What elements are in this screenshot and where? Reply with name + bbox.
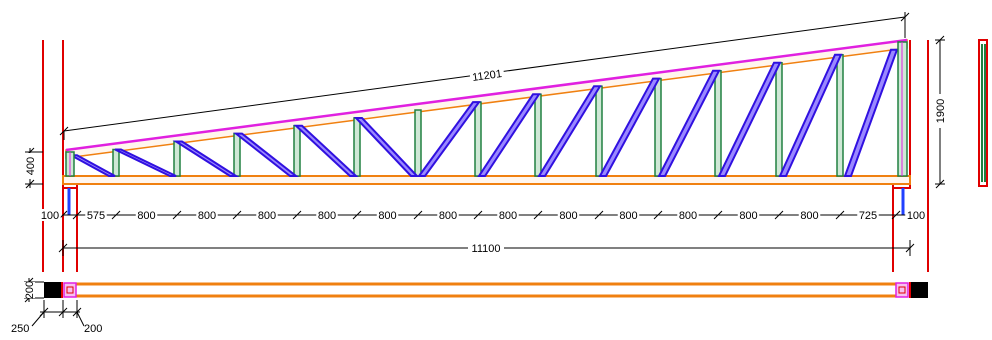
web-diagonal (172, 140, 240, 177)
dim-tick (594, 210, 604, 220)
dim-panel-label: 575 (87, 210, 105, 222)
web-vertical (836, 54, 844, 177)
bottom-chord (62, 175, 911, 185)
web-diagonal (353, 116, 420, 177)
dim-plan-depth-label: 200 (24, 281, 36, 299)
dim-top-chord-label: 11201 (472, 68, 503, 84)
web-diagonal (70, 154, 116, 177)
plan-bearing-left (44, 282, 62, 298)
dim-tick (835, 210, 845, 220)
web-diagonal (598, 77, 661, 177)
dim-right-height-label: 1900 (935, 99, 947, 123)
dim-panel-label: 800 (559, 210, 577, 222)
plan-node-left (63, 282, 77, 298)
web-vertical (293, 125, 301, 177)
dim-panel-label: 800 (378, 210, 396, 222)
dim-panel-label: 800 (619, 210, 637, 222)
web-vertical (233, 132, 241, 177)
end-vertical-left (65, 151, 75, 177)
dim-panel-label: 725 (859, 210, 877, 222)
web-vertical (595, 85, 603, 177)
web-diagonal (114, 148, 177, 177)
web-vertical (414, 109, 422, 177)
dim-panel-label: 100 (41, 210, 59, 222)
top-chord-edge (65, 38, 908, 152)
plan-view (44, 282, 928, 298)
dim-top-chord: 11201 (59, 12, 910, 140)
dim-tick (111, 210, 121, 220)
dim-tick (72, 210, 82, 220)
dim-tick (232, 210, 242, 220)
web-vertical (654, 77, 662, 177)
dim-left-height-label: 400 (25, 157, 37, 175)
web-diagonal (417, 101, 481, 177)
side-section (978, 39, 988, 187)
web-diagonal (657, 69, 721, 177)
dim-tick (352, 210, 362, 220)
dim-tick (473, 210, 483, 220)
dim-plan-bearing-label: 250 (11, 323, 29, 335)
web-vertical (173, 140, 181, 177)
dim-plan: 200 250 200 (11, 277, 102, 335)
dim-panel-label: 800 (198, 210, 216, 222)
dim-panels: 100 575 800 800 800 800 800 800 800 800 800 800 800 8… (39, 209, 927, 222)
web-diagonal (477, 93, 541, 177)
dim-tick (774, 210, 784, 220)
dim-panel-label: 800 (679, 210, 697, 222)
web-diagonal (293, 124, 359, 177)
dim-tick (653, 210, 663, 220)
dim-total-span: 11100 (58, 240, 915, 256)
dim-panel-label: 800 (137, 210, 155, 222)
web-vertical (775, 61, 783, 177)
dim-tick (891, 210, 901, 220)
dim-panel-label: 800 (439, 210, 457, 222)
dim-tick (533, 210, 543, 220)
web-vertical (714, 69, 722, 177)
dim-panel-label: 800 (739, 210, 757, 222)
dim-panel-label: 800 (258, 210, 276, 222)
dim-right-height: 1900 (934, 35, 947, 189)
dim-panel-label: 100 (907, 210, 925, 222)
dim-total-span-label: 11100 (472, 243, 501, 255)
dim-tick (413, 210, 423, 220)
dim-tick (292, 210, 302, 220)
web-diagonal (233, 132, 299, 177)
web-vertical (474, 101, 482, 177)
dim-panel-label: 800 (800, 210, 818, 222)
dim-tick (172, 210, 182, 220)
web-members (70, 48, 899, 177)
dim-tick (713, 210, 723, 220)
web-diagonal (537, 85, 602, 177)
web-vertical (112, 148, 120, 177)
dim-panel-label: 800 (318, 210, 336, 222)
end-vertical-right (897, 41, 908, 177)
dim-panel-label: 800 (499, 210, 517, 222)
web-diagonal (717, 61, 782, 177)
dim-left-height: 400 (25, 147, 43, 189)
plan-bearing-right (910, 282, 928, 298)
plan-node-right (895, 282, 909, 298)
web-diagonal (778, 53, 843, 177)
web-diagonal (843, 48, 899, 177)
dim-plan-width-label: 200 (84, 323, 102, 335)
web-vertical (534, 93, 542, 177)
web-vertical (353, 117, 361, 177)
plan-member (62, 282, 910, 298)
